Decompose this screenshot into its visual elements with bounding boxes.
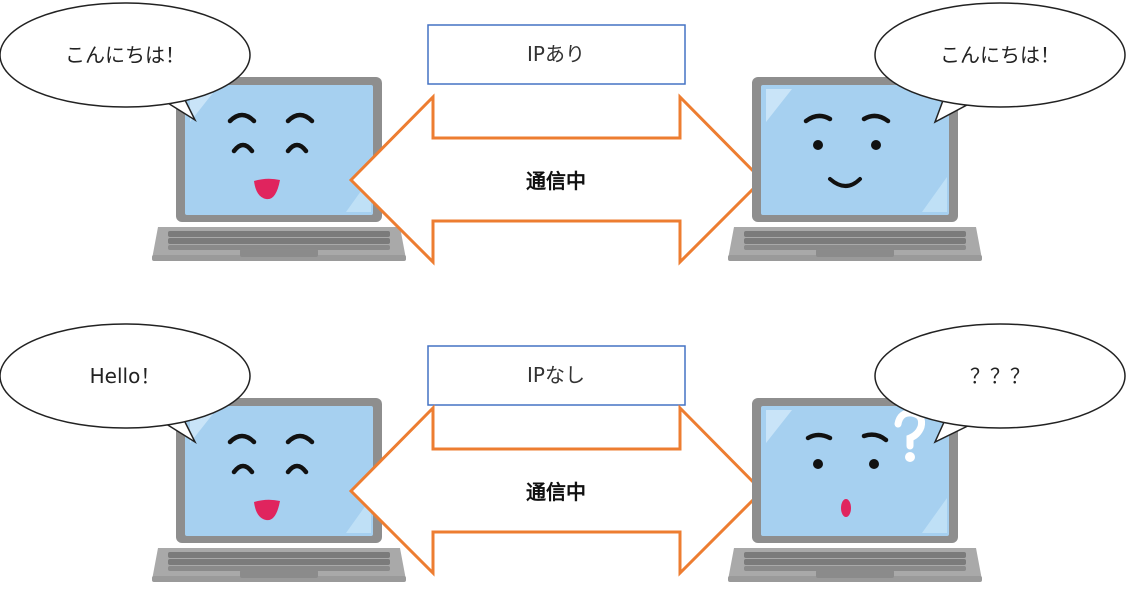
label-ip-nashi: IPなし	[527, 363, 585, 387]
bubble-text-left-bottom: Hello！	[90, 364, 161, 388]
speech-bubble-left-top: こんにちは！	[0, 2, 251, 123]
bottom-row: Hello！ IPなし 通信中	[0, 323, 1126, 582]
double-arrow-bottom: 通信中	[348, 404, 765, 577]
bubble-text-right-bottom: ？？？	[970, 364, 1030, 388]
label-box-bottom: IPなし	[427, 345, 686, 406]
speech-bubble-right-bottom: ？？？	[874, 323, 1126, 444]
question-mark-icon	[894, 409, 926, 462]
happy-face	[227, 112, 315, 200]
calm-face	[803, 113, 891, 188]
speech-bubble-left-bottom: Hello！	[0, 323, 251, 445]
label-ip-ari: IPあり	[527, 42, 585, 66]
top-row: こんにちは！ IPあり 通信中 こ	[0, 2, 1126, 266]
bubble-text-right-top: こんにちは！	[940, 43, 1060, 67]
double-arrow-top: 通信中	[348, 93, 765, 266]
arrow-text-bottom: 通信中	[526, 480, 586, 504]
happy-face	[227, 433, 315, 521]
laptop-left-bottom	[152, 398, 406, 582]
arrow-text-top: 通信中	[526, 169, 586, 193]
bubble-text-left-top: こんにちは！	[65, 43, 185, 67]
laptop-left-top	[152, 77, 406, 261]
speech-bubble-right-top: こんにちは！	[874, 2, 1126, 124]
label-box-top: IPあり	[427, 24, 686, 85]
laptop-right-bottom	[728, 398, 982, 582]
laptop-right-top	[728, 77, 982, 261]
confused-face	[805, 432, 889, 517]
